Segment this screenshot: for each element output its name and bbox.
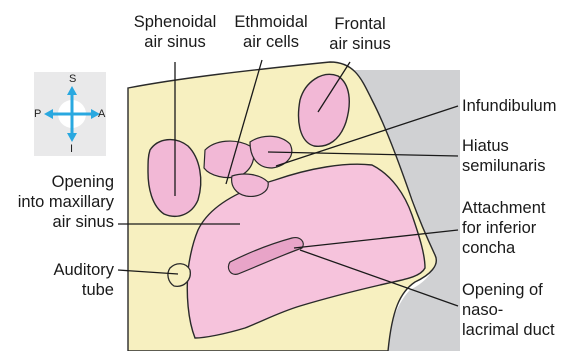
label-line: air sinus: [318, 34, 402, 54]
label-line: Attachment: [462, 198, 570, 218]
label-frontal-air-sinus: Frontal air sinus: [318, 14, 402, 54]
label-line: lacrimal duct: [462, 320, 570, 340]
orientation-compass: S I P A: [34, 72, 106, 156]
label-line: Ethmoidal: [228, 12, 314, 32]
label-line: into maxillary: [4, 192, 114, 212]
compass-down-label: I: [70, 143, 73, 155]
label-line: air sinus: [4, 212, 114, 232]
label-line: Hiatus: [462, 136, 570, 156]
label-line: for inferior: [462, 218, 570, 238]
label-infundibulum: Infundibulum: [462, 96, 570, 116]
label-line: Sphenoidal: [122, 12, 228, 32]
label-line: tube: [20, 280, 114, 300]
label-ethmoidal-air-cells: Ethmoidal air cells: [228, 12, 314, 52]
label-attachment-inferior-concha: Attachment for inferior concha: [462, 198, 570, 258]
label-line: air cells: [228, 32, 314, 52]
label-auditory-tube: Auditory tube: [20, 260, 114, 300]
label-line: Infundibulum: [462, 96, 570, 116]
label-line: Auditory: [20, 260, 114, 280]
label-line: concha: [462, 238, 570, 258]
label-line: semilunaris: [462, 156, 570, 176]
compass-right-label: A: [98, 108, 105, 120]
compass-left-label: P: [34, 108, 41, 120]
label-line: naso-: [462, 300, 570, 320]
label-opening-nasolacrimal-duct: Opening of naso- lacrimal duct: [462, 280, 570, 340]
label-line: Frontal: [318, 14, 402, 34]
label-line: Opening of: [462, 280, 570, 300]
compass-up-label: S: [69, 73, 76, 85]
label-line: air sinus: [122, 32, 228, 52]
label-opening-into-maxillary-air-sinus: Opening into maxillary air sinus: [4, 172, 114, 232]
label-hiatus-semilunaris: Hiatus semilunaris: [462, 136, 570, 176]
auditory-tube-opening: [168, 264, 190, 287]
label-sphenoidal-air-sinus: Sphenoidal air sinus: [122, 12, 228, 52]
label-line: Opening: [4, 172, 114, 192]
